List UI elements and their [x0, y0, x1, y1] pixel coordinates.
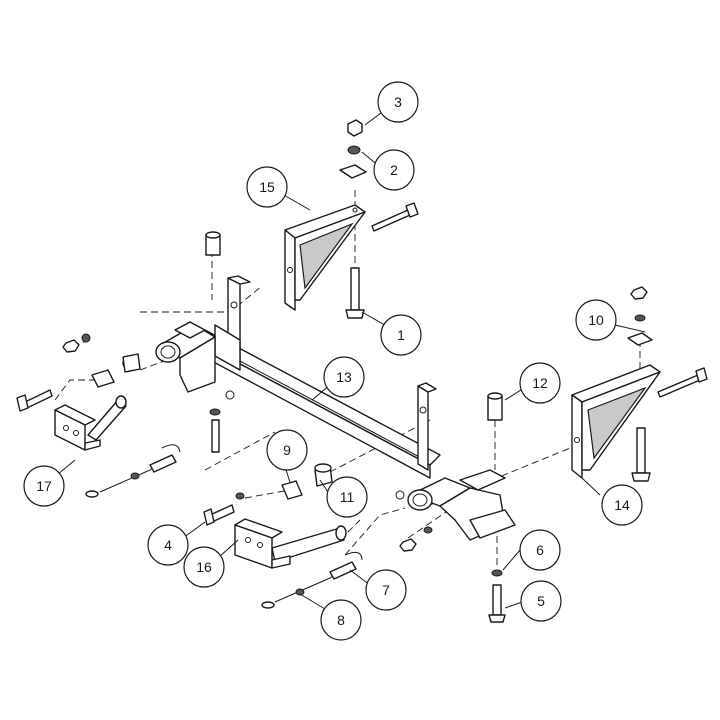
callout-16-label: 16: [196, 559, 212, 575]
safety-cable-right: [261, 551, 363, 609]
callout-17-label: 17: [36, 478, 52, 494]
callout-7: 7: [365, 569, 407, 611]
callout-15: 15: [246, 166, 288, 208]
callout-13: 13: [323, 356, 365, 398]
callout-11: 11: [326, 476, 368, 518]
callout-15-label: 15: [259, 179, 275, 195]
left-bracket: [284, 204, 366, 311]
callout-14: 14: [601, 484, 643, 526]
right-bracket: [571, 364, 661, 479]
callout-5: 5: [520, 580, 562, 622]
callout-10-label: 10: [588, 312, 604, 328]
callout-8-label: 8: [337, 612, 345, 628]
callout-4: 4: [147, 524, 189, 566]
hardware: [16, 119, 708, 623]
callout-12-label: 12: [532, 375, 548, 391]
callout-2: 2: [373, 149, 415, 191]
callout-13-label: 13: [336, 369, 352, 385]
callout-4-label: 4: [164, 537, 172, 553]
callout-5-label: 5: [537, 593, 545, 609]
callout-6-label: 6: [536, 542, 544, 558]
callout-17: 17: [23, 465, 65, 507]
tow-bar-right: [234, 518, 347, 569]
callout-11-label: 11: [340, 489, 355, 505]
callout-1-label: 1: [397, 327, 405, 343]
callout-9: 9: [266, 429, 308, 471]
callout-2-label: 2: [390, 162, 398, 178]
safety-cable-left: [85, 444, 181, 498]
callout-9-label: 9: [283, 442, 291, 458]
main-crossbar-assembly: [155, 275, 516, 541]
callout-10: 10: [575, 299, 617, 341]
callout-14-label: 14: [614, 497, 630, 513]
callout-7-label: 7: [382, 582, 390, 598]
callout-16: 16: [183, 546, 225, 588]
tow-bar-left: [54, 395, 127, 451]
callout-12: 12: [519, 362, 561, 404]
callout-3: 3: [377, 81, 419, 123]
callout-6: 6: [519, 529, 561, 571]
callout-8: 8: [320, 599, 362, 641]
leader-lines: [56, 109, 646, 613]
callout-1: 1: [380, 314, 422, 356]
callout-3-label: 3: [394, 94, 402, 110]
